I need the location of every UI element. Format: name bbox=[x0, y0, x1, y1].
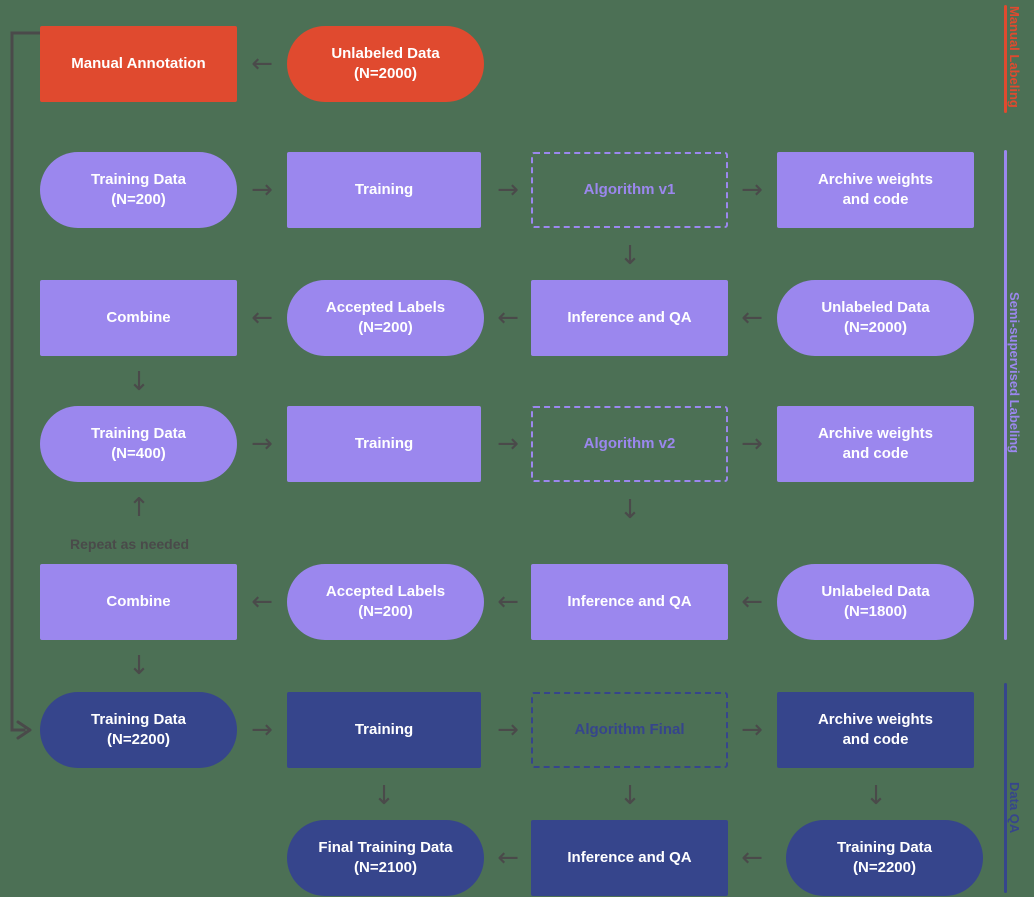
arrow-right-r6-a: → bbox=[251, 715, 273, 745]
arrow-left-r3-c: ← bbox=[741, 303, 763, 333]
arrow-down-algorithm-v1: ↓ bbox=[619, 241, 641, 271]
section-rail-data-qa bbox=[1004, 683, 1007, 893]
arrow-down-archive-3: ↓ bbox=[865, 781, 887, 811]
section-label-semi-supervised: Semi-supervised Labeling bbox=[1007, 292, 1022, 454]
arrow-left-r3-a: ← bbox=[251, 303, 273, 333]
node-training-data-400[interactable]: Training Data (N=400) bbox=[40, 406, 237, 482]
node-inference-qa-1[interactable]: Inference and QA bbox=[531, 280, 728, 356]
arrow-left-r7-a: ← bbox=[497, 843, 519, 873]
node-training-data-200[interactable]: Training Data (N=200) bbox=[40, 152, 237, 228]
arrow-right-r2-b: → bbox=[497, 175, 519, 205]
arrow-left-r5-a: ← bbox=[251, 587, 273, 617]
section-label-manual: Manual Labeling bbox=[1007, 6, 1022, 108]
node-combine-1[interactable]: Combine bbox=[40, 280, 237, 356]
node-archive-1[interactable]: Archive weights and code bbox=[777, 152, 974, 228]
node-inference-qa-3[interactable]: Inference and QA bbox=[531, 820, 728, 896]
node-unlabeled-data-1800[interactable]: Unlabeled Data (N=1800) bbox=[777, 564, 974, 640]
arrow-right-r4-c: → bbox=[741, 429, 763, 459]
arrow-left-r7-b: ← bbox=[741, 843, 763, 873]
arrow-down-combine-1: ↓ bbox=[128, 367, 150, 397]
section-rail-semi-supervised bbox=[1004, 150, 1007, 640]
arrow-down-algorithm-v2: ↓ bbox=[619, 495, 641, 525]
arrow-down-training-3: ↓ bbox=[373, 781, 395, 811]
node-inference-qa-2[interactable]: Inference and QA bbox=[531, 564, 728, 640]
arrow-right-r4-a: → bbox=[251, 429, 273, 459]
node-archive-2[interactable]: Archive weights and code bbox=[777, 406, 974, 482]
section-label-data-qa: Data QA bbox=[1007, 782, 1022, 834]
node-algorithm-v2[interactable]: Algorithm v2 bbox=[531, 406, 728, 482]
arrow-right-r4-b: → bbox=[497, 429, 519, 459]
node-manual-annotation[interactable]: Manual Annotation bbox=[40, 26, 237, 102]
node-accepted-labels-200-a[interactable]: Accepted Labels (N=200) bbox=[287, 280, 484, 356]
node-training-data-2200-b[interactable]: Training Data (N=2200) bbox=[786, 820, 983, 896]
node-training-2[interactable]: Training bbox=[287, 406, 481, 482]
caption-repeat-as-needed: Repeat as needed bbox=[70, 536, 190, 552]
arrow-left-r3-b: ← bbox=[497, 303, 519, 333]
arrow-left-r5-c: ← bbox=[741, 587, 763, 617]
arrow-right-r6-c: → bbox=[741, 715, 763, 745]
arrow-down-combine-2: ↓ bbox=[128, 651, 150, 681]
arrow-right-r6-b: → bbox=[497, 715, 519, 745]
arrow-up-repeat: ↑ bbox=[128, 493, 150, 523]
node-final-training-data-2100[interactable]: Final Training Data (N=2100) bbox=[287, 820, 484, 896]
node-algorithm-final[interactable]: Algorithm Final bbox=[531, 692, 728, 768]
arrow-down-algorithm-final: ↓ bbox=[619, 781, 641, 811]
node-unlabeled-data-2000-b[interactable]: Unlabeled Data (N=2000) bbox=[777, 280, 974, 356]
arrow-right-r2-c: → bbox=[741, 175, 763, 205]
node-training-1[interactable]: Training bbox=[287, 152, 481, 228]
node-accepted-labels-200-b[interactable]: Accepted Labels (N=200) bbox=[287, 564, 484, 640]
node-unlabeled-data-2000-a[interactable]: Unlabeled Data (N=2000) bbox=[287, 26, 484, 102]
node-training-3[interactable]: Training bbox=[287, 692, 481, 768]
node-archive-3[interactable]: Archive weights and code bbox=[777, 692, 974, 768]
section-rail-manual bbox=[1004, 5, 1007, 113]
arrow-right-r2-a: → bbox=[251, 175, 273, 205]
arrow-left-row1: ← bbox=[251, 49, 273, 79]
arrow-left-r5-b: ← bbox=[497, 587, 519, 617]
node-algorithm-v1[interactable]: Algorithm v1 bbox=[531, 152, 728, 228]
node-training-data-2200-a[interactable]: Training Data (N=2200) bbox=[40, 692, 237, 768]
node-combine-2[interactable]: Combine bbox=[40, 564, 237, 640]
